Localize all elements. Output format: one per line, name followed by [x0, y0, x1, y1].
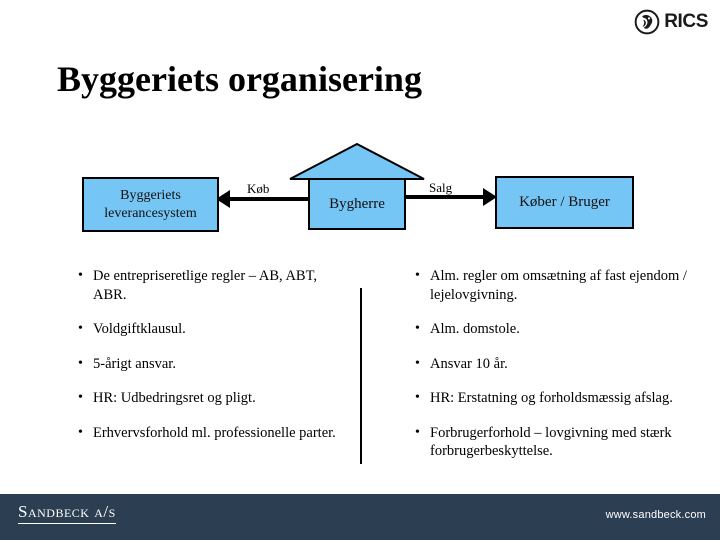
bullet-text: Forbrugerforhold – lovgivning med stærk … — [430, 424, 672, 460]
bullet-point-icon: • — [78, 390, 83, 406]
page-title: Byggeriets organisering — [57, 59, 422, 99]
bullet-point-icon: • — [415, 321, 420, 337]
bullet-text: HR: Udbedringsret og pligt. — [93, 390, 256, 407]
bullet-text: Alm. domstole. — [430, 321, 520, 338]
list-item: • Erhvervsforhold ml. professionelle par… — [78, 424, 348, 443]
list-item: • Voldgiftklausul. — [78, 320, 348, 339]
house-roof-icon — [289, 143, 425, 180]
bullet-point-icon: • — [78, 355, 83, 371]
node-line-1: Køber / Bruger — [519, 194, 610, 211]
list-item: • 5-årigt ansvar. — [78, 355, 348, 374]
sandbeck-logo: Sandbeck a/s — [18, 502, 116, 524]
list-item: • De entrepriseretlige regler – AB, ABT,… — [78, 267, 348, 304]
diagram-node-kober-bruger[interactable]: Køber / Bruger — [495, 176, 634, 229]
bullet-text: 5-årigt ansvar. — [93, 355, 176, 372]
bullet-point-icon: • — [78, 424, 83, 440]
arrow-salg-line — [404, 195, 489, 199]
bullet-text: Alm. regler om omsætning af fast ejendom… — [430, 268, 687, 303]
rics-logo: RICS — [634, 9, 708, 35]
arrow-label-salg: Salg — [429, 180, 453, 195]
bullet-point-icon: • — [415, 390, 420, 406]
bullet-text: Voldgiftklausul. — [93, 321, 186, 338]
slide-footer: Sandbeck a/s www.sandbeck.com — [0, 494, 720, 540]
bullet-column-right: • Alm. regler om omsætning af fast ejend… — [415, 267, 700, 477]
bullet-point-icon: • — [78, 268, 83, 283]
rics-wordmark: RICS — [664, 11, 708, 32]
node-line-1: Byggeriets — [120, 188, 181, 203]
bullet-point-icon: • — [415, 355, 420, 371]
diagram-node-bygherre[interactable]: Bygherre — [308, 178, 406, 230]
bullet-point-icon: • — [78, 321, 83, 337]
footer-website-url: www.sandbeck.com — [605, 509, 706, 521]
arrow-salg-head-icon — [483, 188, 497, 206]
node-line-2: leverancesystem — [104, 205, 197, 221]
bullet-point-icon: • — [415, 424, 420, 440]
node-line-1: Bygherre — [329, 195, 385, 212]
column-divider — [360, 288, 362, 464]
bullet-point-icon: • — [415, 268, 420, 283]
arrow-kob-line — [225, 197, 310, 201]
list-item: • HR: Erstatning og forholdsmæssig afsla… — [415, 389, 700, 408]
bullet-column-left: • De entrepriseretlige regler – AB, ABT,… — [78, 267, 348, 458]
list-item: • Alm. regler om omsætning af fast ejend… — [415, 267, 700, 304]
rics-lion-emblem-icon — [634, 9, 660, 35]
organisation-diagram: Køb Salg Byggeriets leverancesystem Bygh… — [0, 0, 720, 260]
list-item: • HR: Udbedringsret og pligt. — [78, 389, 348, 408]
list-item: • Ansvar 10 år. — [415, 355, 700, 374]
list-item: • Forbrugerforhold – lovgivning med stær… — [415, 424, 700, 461]
bullet-text: De entrepriseretlige regler – AB, ABT, A… — [93, 268, 318, 303]
list-item: • Alm. domstole. — [415, 320, 700, 339]
bullet-text: HR: Erstatning og forholdsmæssig afslag. — [430, 390, 673, 407]
arrow-kob-head-icon — [216, 190, 230, 208]
bullet-text: Erhvervsforhold ml. professionelle parte… — [93, 424, 336, 441]
diagram-node-leverancesystem[interactable]: Byggeriets leverancesystem — [82, 177, 219, 232]
arrow-label-kob: Køb — [247, 181, 270, 196]
bullet-text: Ansvar 10 år. — [430, 355, 508, 372]
